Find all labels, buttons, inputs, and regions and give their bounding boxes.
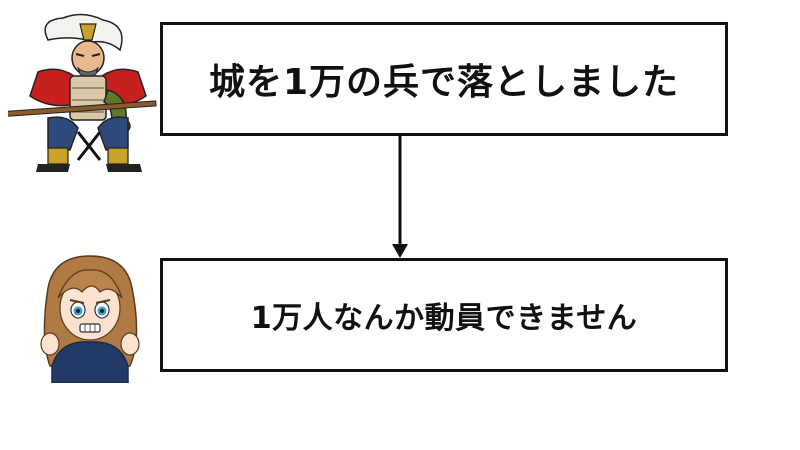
flow-step-text-1: 城を1万の兵で落としました	[208, 62, 680, 103]
flow-step-box-2: 1万人なんか動員できません	[160, 258, 728, 372]
worried-girl-illustration	[40, 255, 140, 383]
samurai-warlord-illustration	[8, 13, 157, 172]
down-arrow-connector	[392, 134, 408, 258]
flow-step-text-2: 1万人なんか動員できません	[250, 301, 638, 336]
flow-step-box-1: 城を1万の兵で落としました	[160, 22, 728, 136]
